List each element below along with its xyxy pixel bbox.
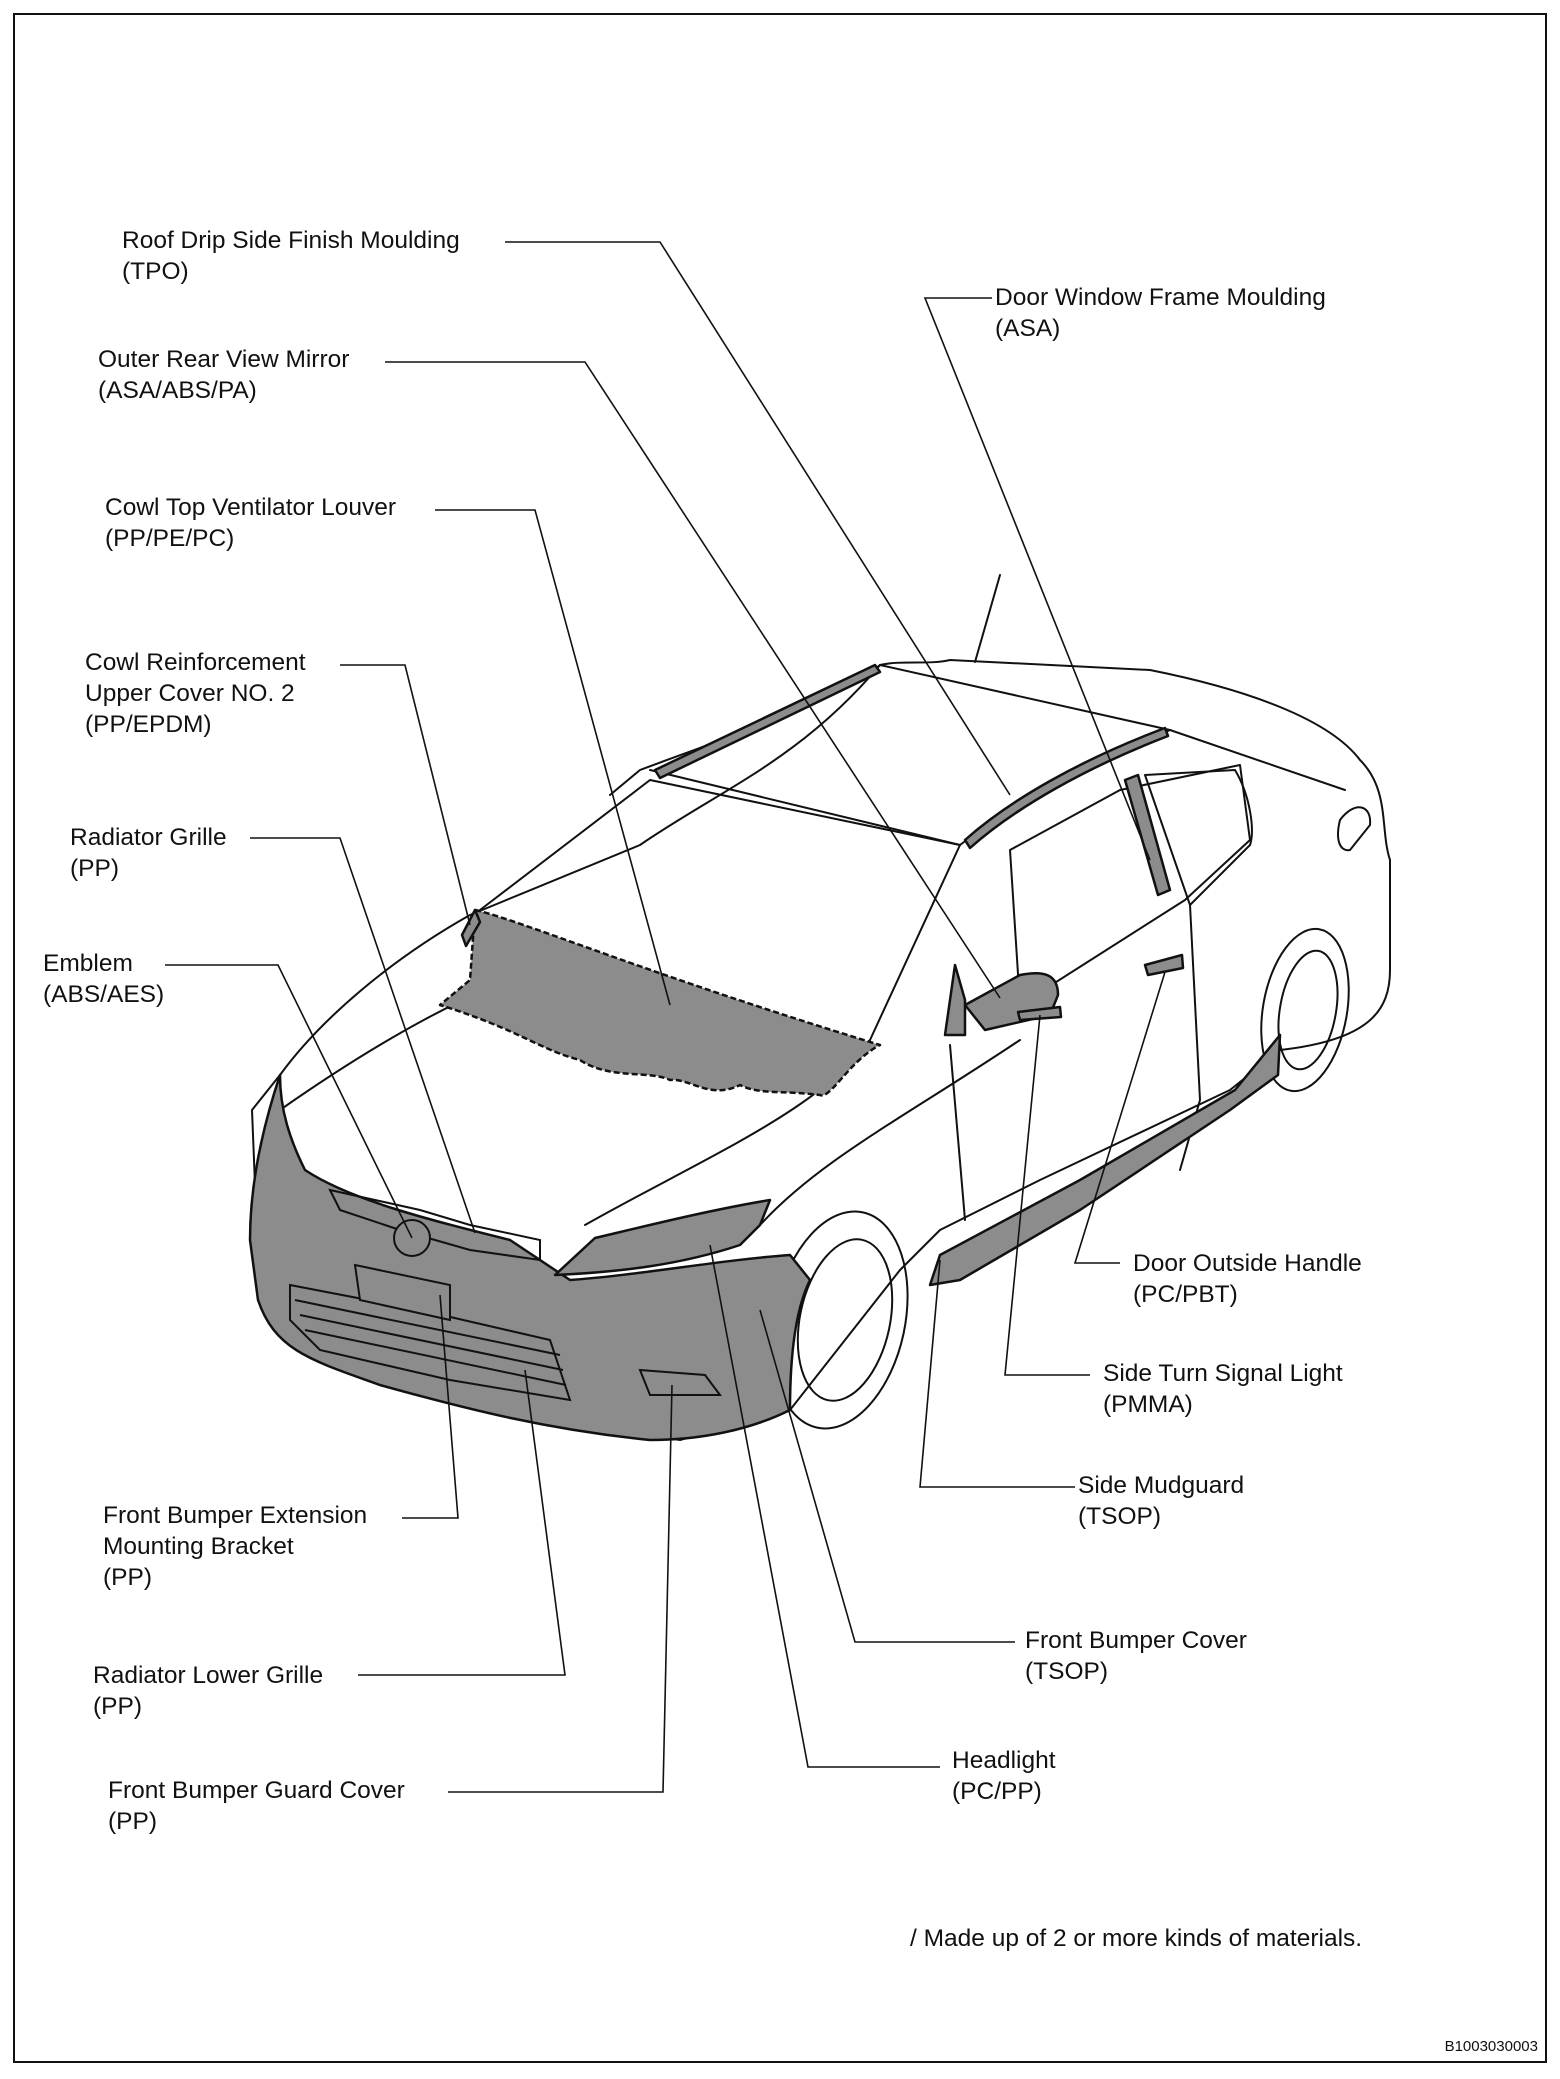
leader-mirror [385,361,1001,999]
headlight [553,1198,772,1277]
label-lower-grille: Radiator Lower Grille (PP) [93,1662,324,1720]
door-frame-moulding [1123,773,1172,897]
label-door-frame: Door Window Frame Moulding (ASA) [995,284,1326,342]
label-bumper-cover: Front Bumper Cover (TSOP) [1025,1627,1247,1685]
fender-line [759,1039,1021,1226]
cowl-louver [438,908,882,1097]
label-emblem: Emblem (ABS/AES) [43,950,165,1008]
front-wheel-rim [796,1238,894,1402]
label-outer-mirror: Outer Rear View Mirror (ASA/ABS/PA) [98,346,350,404]
leader-lower-grille [358,1369,566,1676]
windshield [479,779,961,1041]
leader-mudguard [919,1259,1075,1488]
door-line [1179,904,1201,1171]
roof-drip-moulding-right [963,726,1170,850]
door-front-line [949,1044,966,1221]
leader-roof-drip [505,241,1011,796]
leader-bumper-cover [759,1309,1015,1643]
leader-cowl-louver [435,509,671,1006]
label-cowl-reinforcement: Cowl Reinforcement Upper Cover NO. 2 (PP… [85,649,306,738]
roof-drip-moulding [653,663,882,780]
roof-front-edge [649,769,961,846]
leader-door-frame [923,297,1151,861]
page-border [13,13,1547,2063]
rear-wheel [1260,927,1350,1093]
upper-grille [328,1188,541,1262]
label-door-handle: Door Outside Handle (PC/PBT) [1133,1250,1362,1308]
front-bumper-cover [248,1073,812,1442]
mirror-base [943,963,967,1037]
fuel-door [1337,806,1372,852]
rear-wheel-rim [1277,949,1339,1071]
door-handle [1143,953,1185,977]
roof-back [879,664,1346,791]
footnote: / Made up of 2 or more kinds of material… [910,1925,1363,1952]
label-bumper-extension: Front Bumper Extension Mounting Bracket … [103,1502,368,1591]
leader-headlight [709,1244,940,1768]
label-guard-cover: Front Bumper Guard Cover (PP) [108,1777,405,1835]
leader-guard-cover [448,1384,673,1793]
leader-turn-signal [1004,1014,1090,1376]
antenna [974,574,1001,663]
leader-emblem [165,964,413,1239]
cowl-reinforcement [460,908,482,948]
outer-mirror [963,971,1060,1032]
label-headlight: Headlight (PC/PP) [952,1747,1056,1805]
side-mudguard [928,1033,1282,1287]
label-radiator-grille: Radiator Grille (PP) [70,824,227,882]
leader-radiator-grille [250,837,476,1234]
label-mudguard: Side Mudguard (TSOP) [1078,1472,1245,1530]
side-turn-signal [1016,1005,1063,1022]
leader-cowl-reinf [340,664,471,926]
leader-door-handle [1073,971,1166,1264]
figure-code: B1003030003 [1444,2038,1538,2055]
label-turn-signal: Side Turn Signal Light (PMMA) [1103,1360,1343,1418]
rear-window [1144,769,1253,906]
label-roof-drip: Roof Drip Side Finish Moulding (TPO) [122,227,460,285]
leader-bumper-ext [402,1294,459,1519]
label-cowl-louver: Cowl Top Ventilator Louver (PP/PE/PC) [105,494,396,552]
license-bracket [353,1263,451,1322]
fog-lamp-cover [638,1368,722,1396]
